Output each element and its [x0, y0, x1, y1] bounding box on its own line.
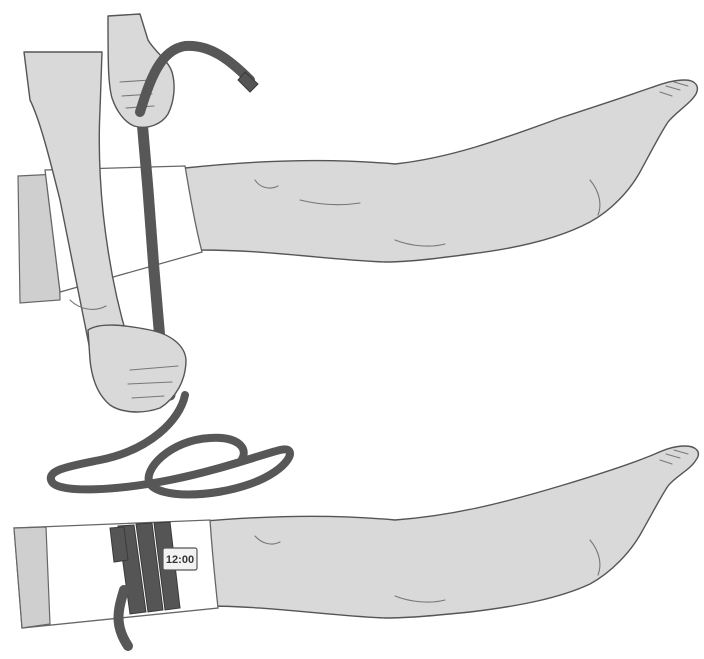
lower-panel: 12:00 — [14, 446, 698, 646]
upper-panel — [18, 14, 697, 495]
upper-leg — [185, 80, 697, 262]
time-tag-label: 12:00 — [166, 554, 194, 566]
lower-padding-edge — [14, 527, 50, 628]
upper-bottom-hand — [88, 325, 186, 412]
lower-strap-tail — [119, 590, 129, 646]
upper-strap-loop — [51, 395, 290, 495]
